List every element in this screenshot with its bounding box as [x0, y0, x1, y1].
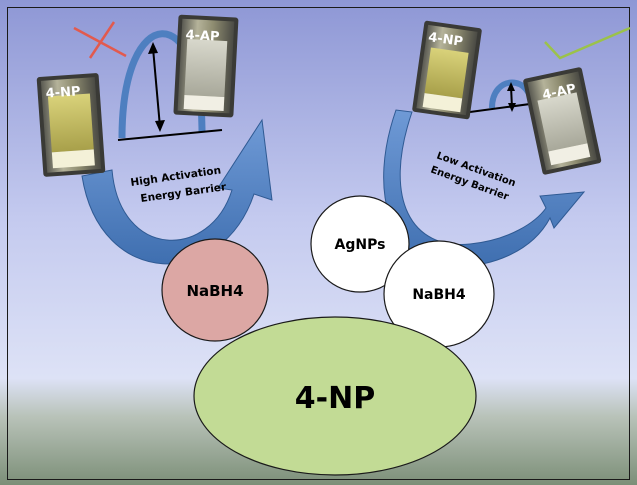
left-arrowhead-bottom [155, 120, 165, 132]
cross-mark-icon [73, 21, 127, 59]
right-nabh4-label: NaBH4 [412, 287, 466, 303]
substrate-node: 4-NP [193, 316, 477, 476]
left-4np-label: 4-NP [45, 84, 81, 101]
right-4ap-label: 4-AP [541, 82, 577, 104]
right-reductant-node: NaBH4 [383, 240, 495, 348]
left-reductant-node: NaBH4 [161, 238, 269, 342]
right-arrowhead-top [507, 82, 515, 91]
left-4np-cuvette: 4-NP [36, 73, 106, 177]
catalyst-node: AgNPs [310, 195, 410, 293]
left-4ap-label: 4-AP [185, 28, 220, 45]
agnps-label: AgNPs [335, 237, 386, 253]
substrate-4np-label: 4-NP [295, 381, 375, 416]
left-arrowhead-top [148, 42, 158, 54]
right-4np-label: 4-NP [427, 30, 464, 50]
left-pathway: 4-NP 4-AP High Activation Energy Barrier [36, 14, 273, 265]
frame-border [7, 7, 630, 480]
right-4ap-cuvette: 4-AP [523, 67, 602, 175]
left-nabh4-label: NaBH4 [186, 282, 243, 300]
left-4ap-cuvette: 4-AP [173, 14, 239, 118]
left-baseline [117, 129, 223, 141]
right-4np-cuvette: 4-NP [412, 20, 482, 120]
right-arrowhead-bottom [508, 103, 516, 112]
left-curved-arrow [81, 118, 273, 265]
left-barrier-height-arrow [152, 47, 161, 128]
check-mark-icon [544, 26, 631, 60]
